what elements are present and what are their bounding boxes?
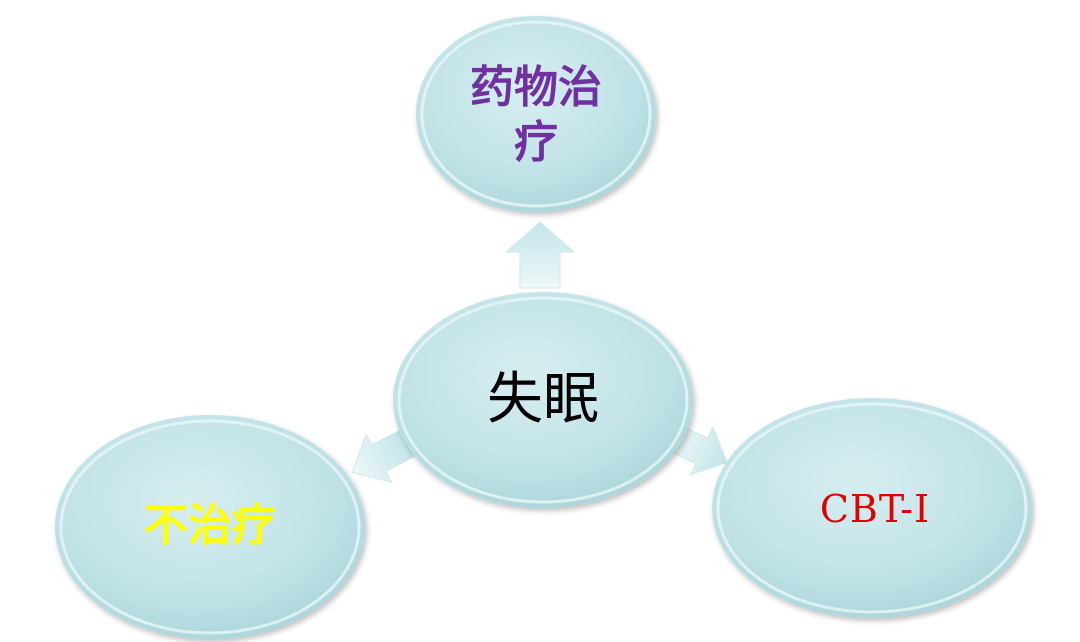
node-top — [416, 16, 656, 212]
node-center — [393, 292, 693, 508]
node-left — [55, 415, 365, 639]
arrow-up — [504, 221, 576, 289]
node-right — [712, 398, 1032, 618]
arrow-left — [351, 429, 415, 483]
